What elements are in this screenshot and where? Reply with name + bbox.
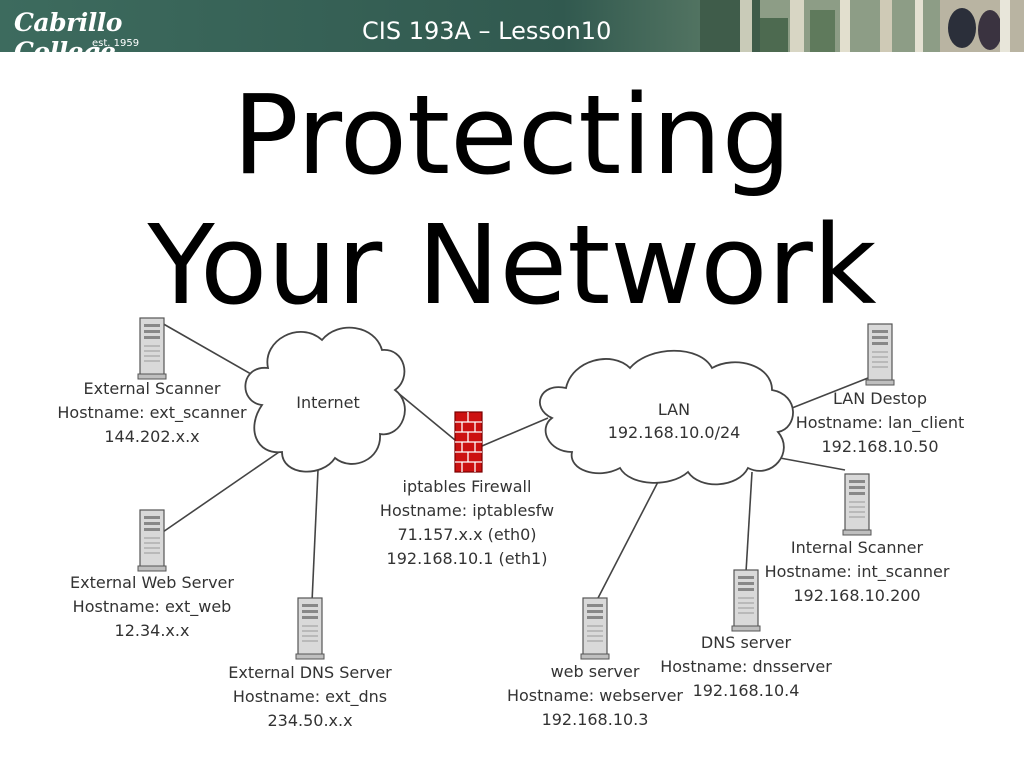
logo-text: Cabrillo College <box>14 8 122 52</box>
course-title: CIS 193A – Lesson10 <box>362 17 612 45</box>
node-hostname: Hostname: int_scanner <box>765 562 950 582</box>
brick-firewall-icon <box>454 411 483 473</box>
link-lan-web <box>596 477 661 601</box>
connection-lines <box>159 321 869 603</box>
node-hostname: Hostname: ext_dns <box>233 687 387 707</box>
title-line-1: Protecting <box>232 71 792 199</box>
node-hostname: Hostname: dnsserver <box>660 657 832 676</box>
server-tower-icon <box>842 473 872 536</box>
node-hostname: Hostname: ext_web <box>73 597 232 617</box>
link-internet-firewall <box>391 387 456 441</box>
node-name: External Web Server <box>70 573 234 592</box>
link-scanner-internet <box>159 321 259 379</box>
link-lan-dns <box>745 471 753 573</box>
slide-header: Cabrillo College est. 1959 CIS 193A – Le… <box>0 0 1024 52</box>
node-name: web server <box>551 662 640 681</box>
firewall-ip-eth0: 71.157.x.x (eth0) <box>397 525 536 544</box>
node-name: External Scanner <box>84 379 221 398</box>
node-web-server: web server Hostname: webserver 192.168.1… <box>507 597 683 729</box>
server-tower-icon <box>731 569 761 632</box>
lan-label: LAN <box>658 400 690 419</box>
node-name: LAN Destop <box>833 389 927 408</box>
node-hostname: Hostname: ext_scanner <box>57 403 247 423</box>
slide-title: Protecting Your Network <box>0 70 1024 330</box>
server-tower-icon <box>137 509 167 572</box>
node-ip: 234.50.x.x <box>267 711 352 730</box>
node-ip: 12.34.x.x <box>115 621 190 640</box>
node-ip: 144.202.x.x <box>104 427 199 446</box>
node-name: External DNS Server <box>228 663 392 682</box>
node-ip: 192.168.10.50 <box>821 437 938 456</box>
link-firewall-lan <box>481 417 549 447</box>
firewall-hostname: Hostname: iptablesfw <box>380 501 554 520</box>
internet-cloud: Internet <box>244 326 406 473</box>
cloud-icon <box>244 326 406 473</box>
node-name: Internal Scanner <box>791 538 924 557</box>
firewall-name: iptables Firewall <box>403 477 532 496</box>
lan-cloud: LAN 192.168.10.0/24 <box>539 349 794 486</box>
firewall-ip-eth1: 192.168.10.1 (eth1) <box>387 549 548 568</box>
link-internet-extdns <box>311 469 319 603</box>
college-logo: Cabrillo College est. 1959 <box>6 2 216 52</box>
server-tower-icon <box>295 597 325 660</box>
node-ip: 192.168.10.4 <box>693 681 800 700</box>
node-hostname: Hostname: lan_client <box>796 413 965 433</box>
node-external-web-server: External Web Server Hostname: ext_web 12… <box>70 509 234 640</box>
node-external-scanner: External Scanner Hostname: ext_scanner 1… <box>57 317 247 446</box>
server-tower-icon <box>137 317 167 380</box>
node-hostname: Hostname: webserver <box>507 686 683 705</box>
server-tower-icon <box>580 597 610 660</box>
node-internal-scanner: Internal Scanner Hostname: int_scanner 1… <box>765 473 950 605</box>
node-external-dns-server: External DNS Server Hostname: ext_dns 23… <box>228 597 392 730</box>
link-lan-landesktop <box>791 377 869 409</box>
header-photo <box>700 0 1024 52</box>
firewall-node: iptables Firewall Hostname: iptablesfw 7… <box>380 411 554 568</box>
internet-label: Internet <box>296 393 360 412</box>
network-diagram: Internet LAN 192.168.10.0/24 <box>57 317 965 730</box>
node-ip: 192.168.10.200 <box>793 586 920 605</box>
node-lan-desktop: LAN Destop Hostname: lan_client 192.168.… <box>796 323 965 456</box>
title-line-2: Your Network <box>147 201 877 329</box>
node-ip: 192.168.10.3 <box>542 710 649 729</box>
link-lan-intscanner <box>779 457 846 471</box>
logo-established: est. 1959 <box>92 38 140 49</box>
link-internet-extweb <box>159 449 283 535</box>
node-dns-server: DNS server Hostname: dnsserver 192.168.1… <box>660 569 832 700</box>
server-tower-icon <box>865 323 895 386</box>
node-name: DNS server <box>701 633 792 652</box>
cloud-icon <box>539 349 794 486</box>
lan-subnet: 192.168.10.0/24 <box>608 423 741 442</box>
